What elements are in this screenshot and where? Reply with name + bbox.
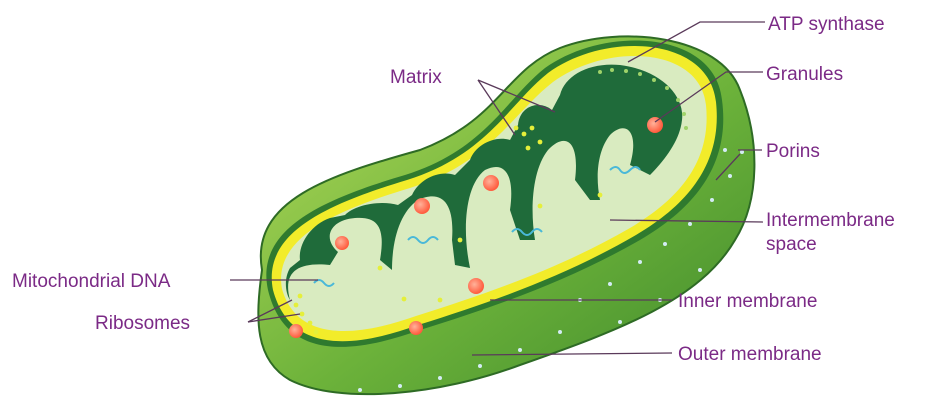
granule [409, 321, 423, 335]
label-intermembrane-line2: space [766, 234, 817, 255]
granule [468, 278, 484, 294]
granule [414, 198, 430, 214]
label-matrix: Matrix [390, 67, 442, 88]
granule [335, 236, 349, 250]
label-granules: Granules [766, 64, 843, 85]
label-intermembrane-line1: Intermembrane [766, 210, 895, 231]
granule [483, 175, 499, 191]
granule [647, 117, 663, 133]
label-atp-synthase: ATP synthase [768, 14, 885, 35]
granule [289, 324, 303, 338]
label-inner-membrane: Inner membrane [678, 291, 817, 312]
label-mitochondrial-dna: Mitochondrial DNA [12, 271, 171, 292]
label-ribosomes: Ribosomes [95, 313, 190, 334]
label-porins: Porins [766, 141, 820, 162]
label-outer-membrane: Outer membrane [678, 344, 822, 365]
